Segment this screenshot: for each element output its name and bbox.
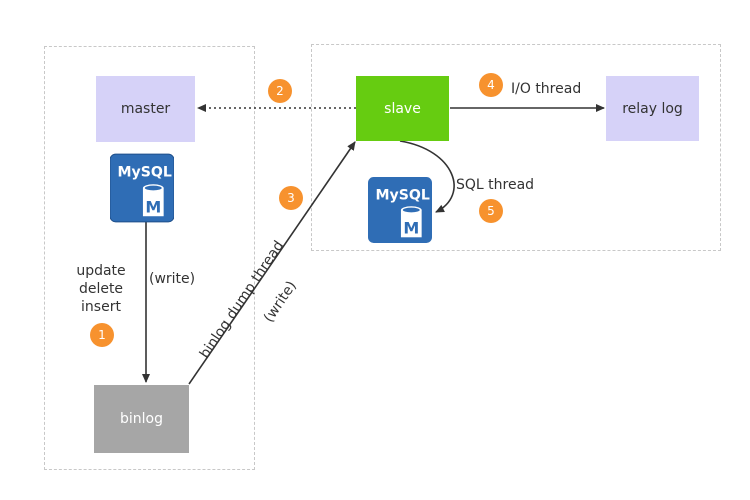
binlog-dump-arrow: [188, 141, 356, 385]
sql-thread-label: SQL thread: [456, 177, 535, 193]
insert-label: insert: [81, 299, 121, 315]
relay-log-label: relay log: [622, 100, 683, 117]
slave-mysql-brand: MySQL: [376, 188, 430, 204]
binlog-node: binlog: [94, 385, 189, 453]
slave-node: slave: [356, 76, 449, 141]
delete-label: delete: [78, 281, 124, 297]
relay-log-node: relay log: [606, 76, 699, 141]
step-badge-2: 2: [268, 79, 292, 103]
master-mysql-badge: M: [145, 197, 161, 216]
slave-mysql-icon: MySQL M: [368, 177, 432, 243]
master-mysql-icon: MySQL M: [110, 153, 174, 223]
step-badge-4: 4: [479, 73, 503, 97]
master-label: master: [120, 101, 171, 117]
binlog-label: binlog: [120, 411, 163, 427]
slave-label: slave: [384, 100, 421, 117]
step-badge-1: 1: [90, 323, 114, 347]
step-badge-3: 3: [279, 186, 303, 210]
update-label: update: [76, 263, 126, 279]
slave-group-box: [311, 44, 721, 251]
sql-thread-arrow: [399, 140, 455, 213]
io-thread-label: I/O thread: [511, 81, 582, 97]
master-node: master: [96, 76, 195, 142]
master-group-box: [44, 46, 255, 470]
step-badge-5: 5: [479, 199, 503, 223]
write-master-label: (write): [149, 271, 196, 287]
slave-mysql-badge: M: [403, 219, 419, 238]
master-mysql-brand: MySQL: [118, 165, 172, 181]
operations-label: update delete insert: [66, 262, 136, 316]
